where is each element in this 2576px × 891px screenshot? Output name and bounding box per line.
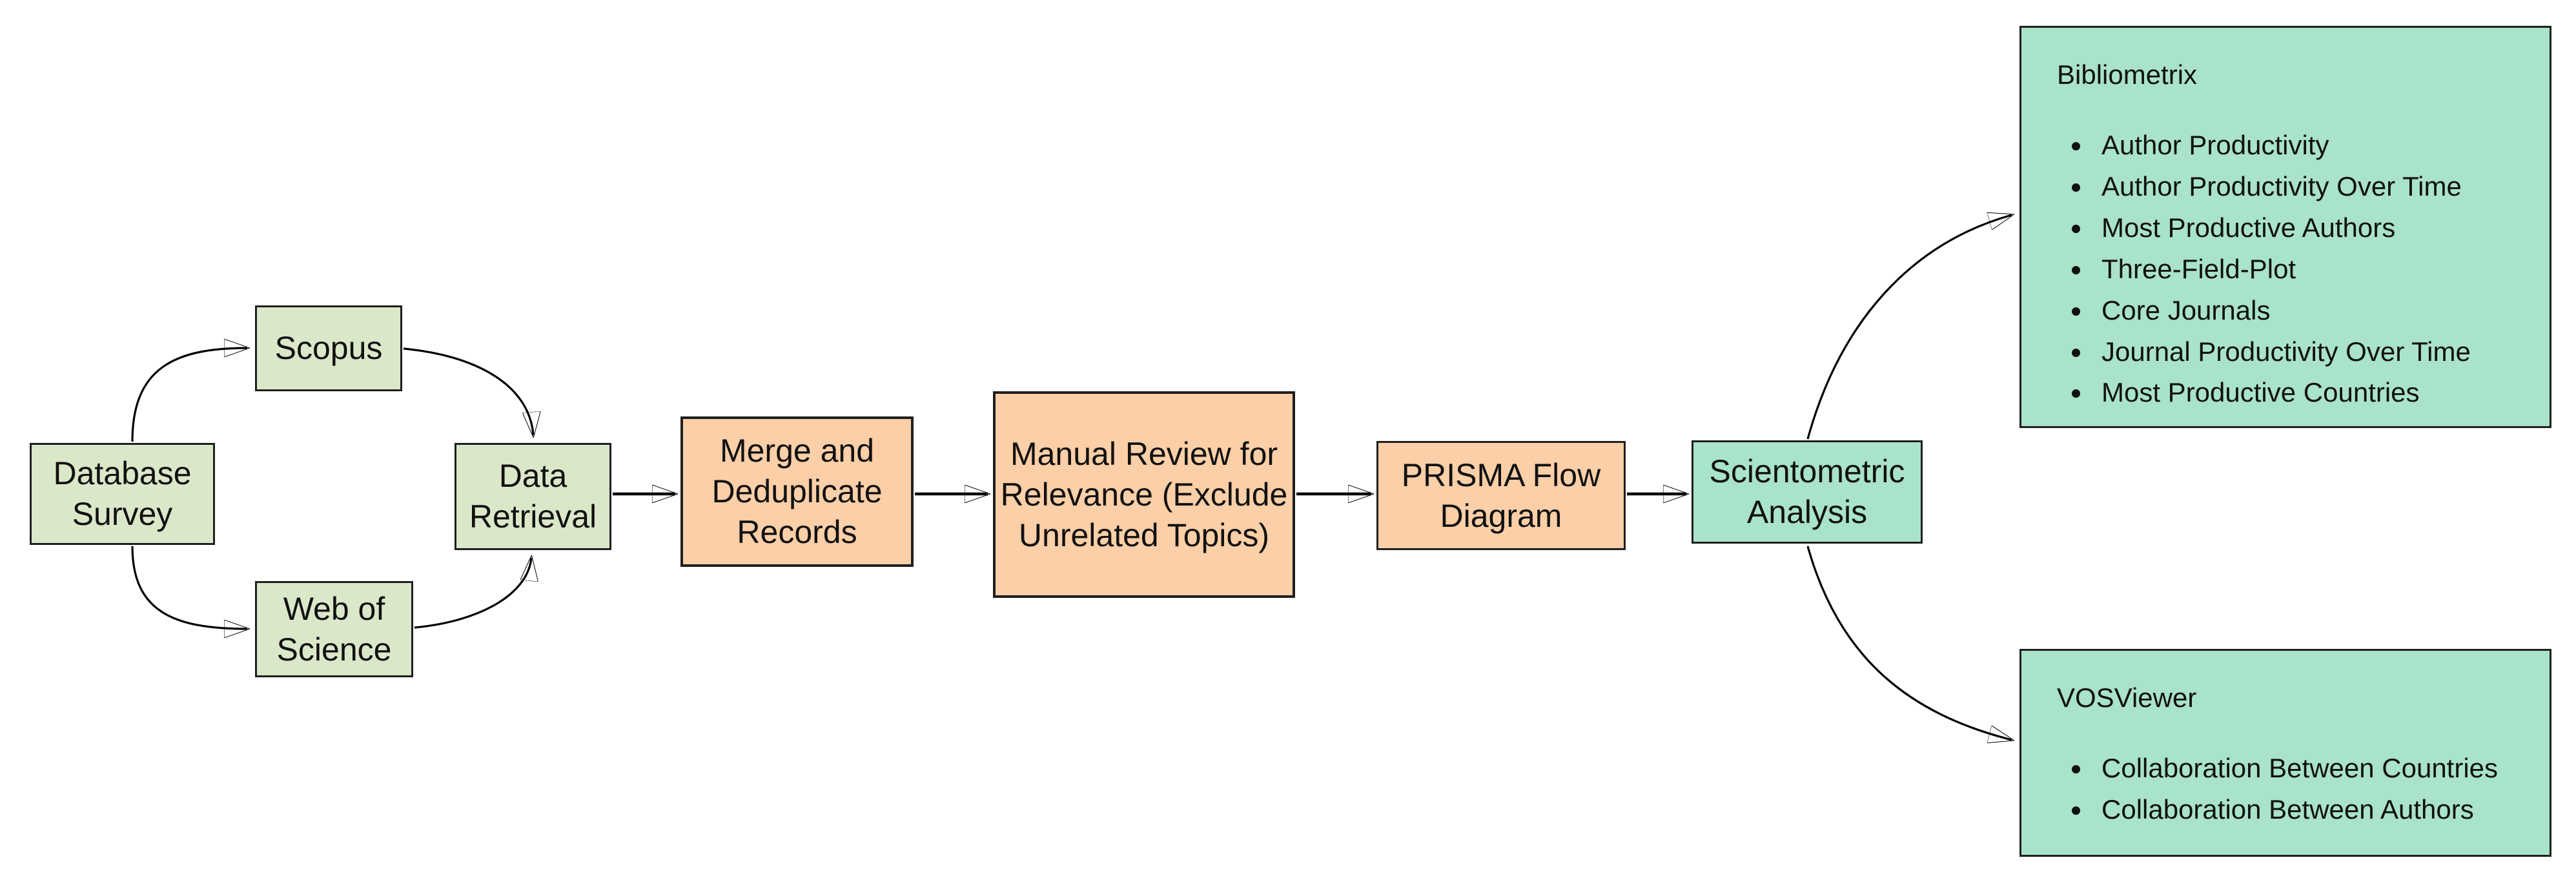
node-scientometric-analysis: Scientometric Analysis bbox=[1692, 440, 1923, 544]
arrow-scientometric-to-bibliometrix bbox=[1806, 215, 2012, 440]
list-item: Most Productive Authors bbox=[2092, 207, 2524, 249]
node-manual-review: Manual Review for Relevance (Exclude Unr… bbox=[993, 391, 1295, 598]
arrow-scientometric-to-vosviewer bbox=[1806, 546, 2012, 740]
node-label: Manual Review for Relevance (Exclude Unr… bbox=[1000, 435, 1288, 553]
arrow-database-to-web-of-science bbox=[131, 546, 247, 629]
bibliometrix-list: Author Productivity Author Productivity … bbox=[2092, 125, 2524, 413]
node-label: Database Survey bbox=[53, 455, 192, 532]
arrow-scopus-to-data-retrieval bbox=[403, 347, 533, 435]
panel-vosviewer: VOSViewer Collaboration Between Countrie… bbox=[2019, 649, 2551, 857]
node-label: Data Retrieval bbox=[469, 458, 597, 535]
vosviewer-list: Collaboration Between Countries Collabor… bbox=[2092, 748, 2524, 830]
node-label: Scientometric Analysis bbox=[1709, 453, 1905, 530]
node-data-retrieval: Data Retrieval bbox=[455, 443, 611, 550]
panel-title: VOSViewer bbox=[2057, 682, 2197, 713]
arrow-database-to-scopus bbox=[131, 348, 247, 442]
node-prisma-flow-diagram: PRISMA Flow Diagram bbox=[1376, 441, 1626, 550]
list-item: Collaboration Between Countries bbox=[2092, 748, 2524, 789]
node-database-survey: Database Survey bbox=[30, 443, 215, 545]
list-item: Author Productivity bbox=[2092, 125, 2524, 166]
list-item: Author Productivity Over Time bbox=[2092, 166, 2524, 207]
list-item: Core Journals bbox=[2092, 290, 2524, 331]
node-label: Merge and Deduplicate Records bbox=[711, 433, 883, 550]
node-merge-deduplicate: Merge and Deduplicate Records bbox=[680, 416, 914, 567]
list-item: Three-Field-Plot bbox=[2092, 249, 2524, 290]
panel-title: Bibliometrix bbox=[2057, 59, 2198, 90]
list-item: Most Productive Countries bbox=[2092, 372, 2524, 413]
node-label: Web of Science bbox=[276, 590, 392, 668]
panel-bibliometrix: Bibliometrix Author Productivity Author … bbox=[2019, 26, 2551, 428]
node-web-of-science: Web of Science bbox=[255, 581, 413, 677]
node-label: PRISMA Flow Diagram bbox=[1401, 456, 1601, 534]
list-item: Collaboration Between Authors bbox=[2092, 789, 2524, 830]
node-scopus: Scopus bbox=[255, 305, 402, 391]
node-label: Scopus bbox=[274, 330, 383, 366]
list-item: Journal Productivity Over Time bbox=[2092, 331, 2524, 373]
arrow-web-of-science-to-data-retrieval bbox=[414, 558, 531, 629]
